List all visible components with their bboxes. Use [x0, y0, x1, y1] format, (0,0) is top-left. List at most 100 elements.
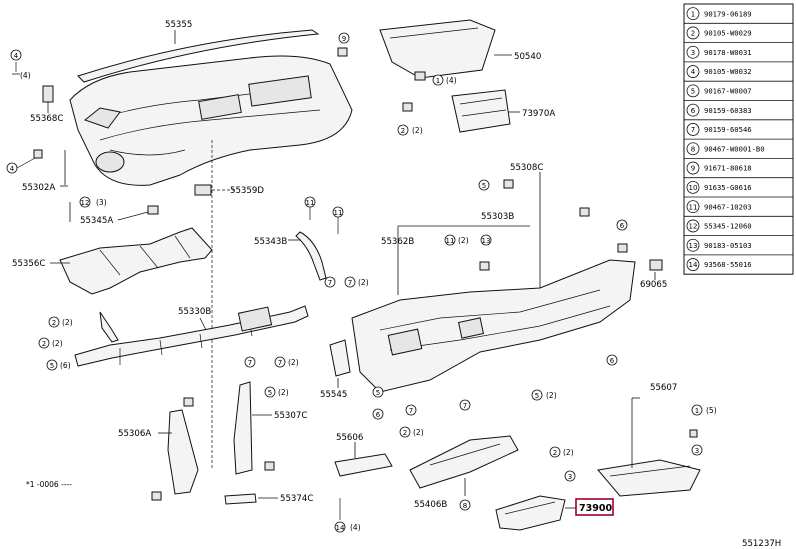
svg-text:5: 5 — [50, 362, 54, 370]
svg-text:4: 4 — [14, 52, 19, 60]
label-55343B: 55343B — [254, 237, 287, 247]
qty-2-e: (2) — [62, 318, 73, 327]
parts-table-part-number: 90159-60546 — [704, 125, 752, 134]
brace-55306a — [167, 409, 199, 495]
parts-table-index: 11 — [689, 203, 698, 211]
svg-text:6: 6 — [620, 222, 625, 230]
svg-text:11: 11 — [334, 209, 343, 217]
qty-2-f: (2) — [52, 339, 63, 348]
label-73970A: 73970A — [522, 109, 555, 119]
qty-2-a: (2) — [358, 278, 369, 287]
parts-table-part-number: 91635-G0616 — [704, 183, 752, 192]
svg-text:4: 4 — [10, 165, 15, 173]
qty-2-c: (2) — [458, 236, 469, 245]
label-50540: 50540 — [514, 52, 541, 62]
parts-table-index-circle — [686, 142, 700, 156]
parts-table-index: 14 — [689, 261, 698, 269]
parts-table-index-circle — [686, 26, 700, 40]
parts-table-index: 8 — [691, 145, 695, 153]
svg-text:7: 7 — [348, 279, 352, 287]
parts-table-part-number: 91671-80618 — [704, 164, 752, 173]
parts-table-part-number: 90179-06189 — [704, 9, 752, 18]
parts-table-index-circle — [686, 258, 700, 271]
part-55545 — [329, 339, 351, 377]
qty-6: (6) — [60, 361, 71, 370]
svg-text:1: 1 — [695, 407, 699, 415]
glovebox-frame-55406b — [409, 435, 519, 489]
label-73900[interactable]: 73900 — [579, 503, 612, 514]
label-69065: 69065 — [640, 280, 667, 290]
parts-table-part-number: 55345-12060 — [704, 222, 752, 231]
duct-55356c — [59, 227, 213, 295]
defroster-strip-part — [77, 29, 320, 83]
parts-table-index: 12 — [689, 223, 698, 231]
parts-table-index: 9 — [691, 165, 695, 173]
svg-text:5: 5 — [482, 182, 486, 190]
qty-2-b: (2) — [412, 126, 423, 135]
parts-table-part-number: 90167-W0007 — [704, 86, 752, 95]
parts-table-index: 6 — [691, 107, 696, 115]
svg-text:2: 2 — [401, 127, 405, 135]
parts-table-index: 10 — [689, 184, 698, 192]
svg-text:2: 2 — [52, 319, 56, 327]
parts-table-index-circle — [686, 65, 700, 78]
qty-4-a: (4) — [20, 71, 31, 80]
qty-5: (5) — [706, 406, 717, 415]
label-55307C: 55307C — [274, 411, 307, 421]
label-55606: 55606 — [336, 433, 363, 443]
parts-table-part-number: 90467-10203 — [704, 202, 752, 211]
highlight-box-73900[interactable] — [575, 498, 614, 516]
qty-2-g: (2) — [288, 358, 299, 367]
qty-4-c: (4) — [350, 523, 361, 532]
qty-2-d: (2) — [546, 391, 557, 400]
parts-table-part-number: 90183-05103 — [704, 241, 752, 250]
svg-text:2: 2 — [403, 429, 407, 437]
parts-table-index-circle — [686, 219, 700, 233]
parts-table-index: 2 — [691, 30, 695, 38]
label-55406B: 55406B — [414, 500, 447, 510]
svg-text:11: 11 — [446, 237, 455, 245]
parts-table-index-circle — [686, 238, 700, 252]
svg-text:5: 5 — [535, 392, 539, 400]
svg-text:7: 7 — [409, 407, 413, 415]
svg-text:2: 2 — [42, 340, 46, 348]
label-55302A: 55302A — [22, 183, 55, 193]
label-55330B: 55330B — [178, 307, 211, 317]
qty-2-j: (2) — [563, 448, 574, 457]
svg-text:7: 7 — [463, 402, 467, 410]
label-55607: 55607 — [650, 383, 677, 393]
label-55345A: 55345A — [80, 216, 113, 226]
svg-text:7: 7 — [278, 359, 282, 367]
parts-table-index-circle — [686, 123, 700, 136]
parts-table-index-circle — [686, 45, 700, 59]
parts-table-part-number: 90105-W0029 — [704, 29, 752, 38]
parts-table-index: 7 — [691, 126, 695, 134]
clip-69065 — [649, 259, 663, 271]
glovebox-55607 — [597, 459, 701, 497]
qty-3: (3) — [96, 198, 107, 207]
lower-panel-reinforcement — [351, 259, 636, 393]
parts-table-part-number: 90159-60383 — [704, 106, 752, 115]
label-55356C: 55356C — [12, 259, 45, 269]
svg-text:11: 11 — [306, 199, 315, 207]
svg-text:8: 8 — [463, 502, 467, 510]
svg-text:9: 9 — [342, 35, 346, 43]
parts-table-index-circle — [686, 7, 700, 21]
cover-50540 — [379, 19, 496, 79]
label-55303B: 55303B — [481, 212, 514, 222]
parts-table-index-circle — [686, 161, 700, 175]
svg-text:1: 1 — [436, 77, 440, 85]
label-55355: 55355 — [165, 20, 192, 30]
bracket-55343b — [295, 231, 327, 281]
svg-text:12: 12 — [81, 199, 90, 207]
parts-table-index: 5 — [691, 87, 695, 95]
svg-text:14: 14 — [336, 524, 345, 532]
svg-text:6: 6 — [610, 357, 615, 365]
airbag-73970a — [451, 89, 511, 133]
brace-55307c — [233, 381, 253, 475]
svg-text:2: 2 — [553, 449, 557, 457]
parts-table-index-circle — [686, 84, 700, 98]
svg-text:7: 7 — [328, 279, 332, 287]
beam-55330b — [74, 305, 309, 367]
